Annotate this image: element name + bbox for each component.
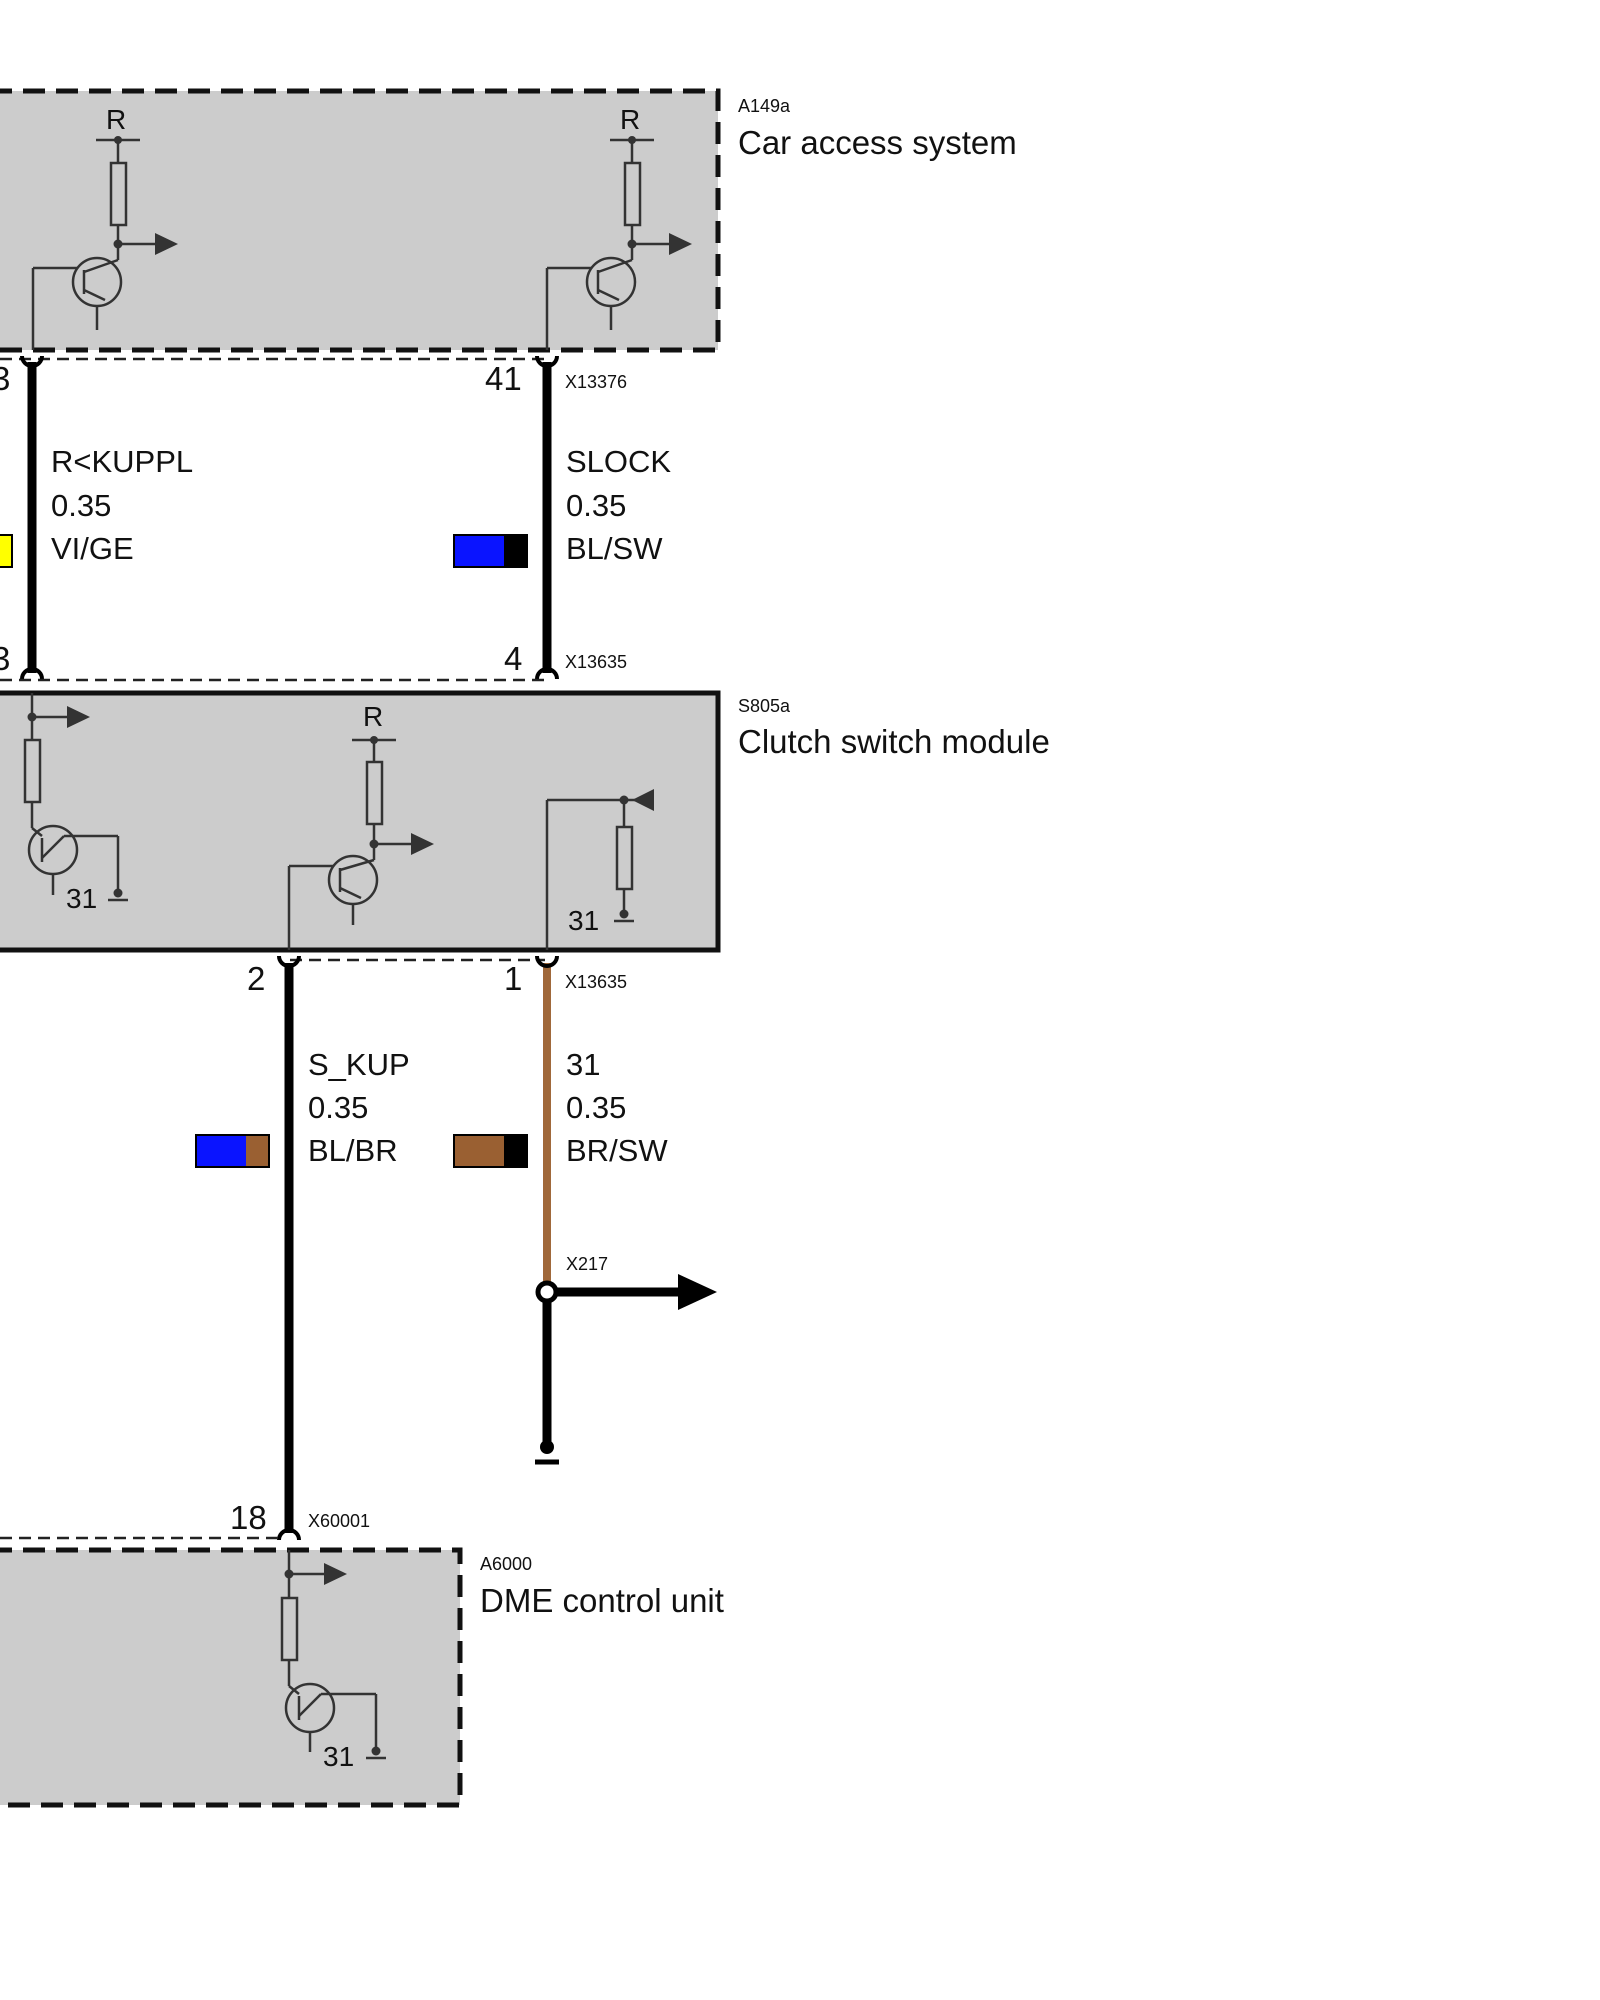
wire-signal-name: R<KUPPL <box>51 444 193 479</box>
ground-label: 31 <box>568 905 599 936</box>
wire-color-swatch <box>453 534 528 568</box>
resistor-ref-label: R <box>106 104 126 135</box>
dme-control-unit-box <box>0 1547 463 1808</box>
wire-signal-name: S_KUP <box>308 1047 410 1082</box>
wire-color-swatch <box>195 1134 270 1168</box>
transistor-circuit-right: R <box>545 104 692 350</box>
connector-label: X217 <box>566 1254 608 1274</box>
arrow-right-icon <box>678 1274 717 1310</box>
transistor-circuit-middle: R <box>287 701 434 950</box>
dme-control-unit-module: A6000 DME control unit 31 <box>0 1547 724 1808</box>
ground-label: 31 <box>66 883 97 914</box>
clutch-switch-module-box <box>0 690 721 953</box>
wire-r-kuppl: R<KUPPL 0.35 VI/GE <box>0 355 193 680</box>
clutch-switch-module: S805a Clutch switch module 31 R <box>0 690 1050 953</box>
wire-gauge: 0.35 <box>308 1090 368 1125</box>
ground-label: 31 <box>323 1741 354 1772</box>
arrow-left-icon <box>632 789 654 811</box>
arrow-right-icon <box>324 1563 347 1585</box>
component-code: A149a <box>738 96 791 116</box>
transistor-circuit-left: 31 <box>23 693 128 914</box>
wire-color-code: BL/SW <box>566 531 663 566</box>
transistor-circuit: 31 <box>280 1550 386 1772</box>
wire-slock: SLOCK 0.35 BL/SW <box>453 355 671 680</box>
wire-color-code: BR/SW <box>566 1133 668 1168</box>
pin-number: 41 <box>485 360 522 397</box>
wire-color-code: VI/GE <box>51 531 134 566</box>
pin-number: 3 <box>0 640 10 677</box>
resistor-ref-label: R <box>620 104 640 135</box>
pin-number: 4 <box>504 640 522 677</box>
pin-number: 18 <box>230 1499 267 1536</box>
connector-label: X60001 <box>308 1511 370 1531</box>
wire-gauge: 0.35 <box>566 488 626 523</box>
wire-color-code: BL/BR <box>308 1133 398 1168</box>
pin-number: 2 <box>247 960 265 997</box>
wire-signal-name: 31 <box>566 1047 600 1082</box>
wire-s-kup: S_KUP 0.35 BL/BR <box>195 955 410 1541</box>
connector-label: X13635 <box>565 652 627 672</box>
car-access-system-box <box>0 88 721 353</box>
component-name: DME control unit <box>480 1582 724 1619</box>
ground-point <box>540 1440 554 1454</box>
connector-label: X13376 <box>565 372 627 392</box>
pin-number: 1 <box>504 960 522 997</box>
car-access-system-module: A149a Car access system R R <box>0 88 1017 353</box>
resistor-circuit-right: 31 <box>545 789 654 950</box>
splice-x217-dot <box>535 1280 559 1304</box>
component-code: S805a <box>738 696 791 716</box>
transistor-circuit-left: R <box>31 104 178 350</box>
wire-signal-name: SLOCK <box>566 444 671 479</box>
component-code: A6000 <box>480 1554 532 1574</box>
wire-31-ground: 31 0.35 BR/SW X217 <box>453 955 717 1465</box>
pin-number: 3 <box>0 360 10 397</box>
wire-color-swatch <box>0 534 13 568</box>
arrow-right-icon <box>67 706 90 728</box>
wire-color-swatch <box>453 1134 528 1168</box>
component-name: Clutch switch module <box>738 723 1050 760</box>
resistor-ref-label: R <box>363 701 383 732</box>
wire-gauge: 0.35 <box>51 488 111 523</box>
component-name: Car access system <box>738 124 1017 161</box>
arrow-right-icon <box>155 233 178 255</box>
wire-gauge: 0.35 <box>566 1090 626 1125</box>
arrow-right-icon <box>669 233 692 255</box>
connector-label: X13635 <box>565 972 627 992</box>
arrow-right-icon <box>411 833 434 855</box>
